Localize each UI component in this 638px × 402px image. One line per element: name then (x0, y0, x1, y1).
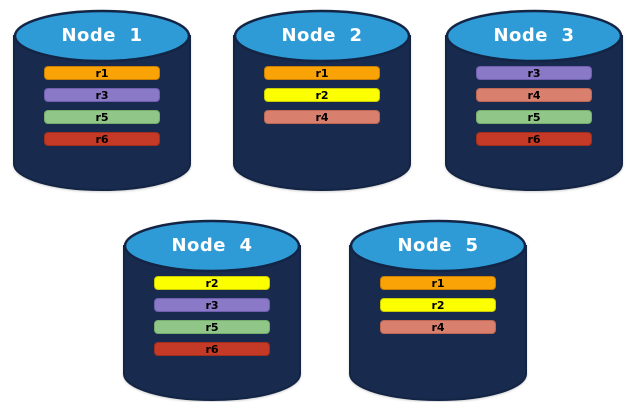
replica-list: r1 r2 r4 (380, 276, 496, 334)
replica-label: r2 (431, 298, 445, 312)
node-label: Node 3 (493, 25, 575, 46)
node-label: Node 5 (397, 235, 479, 256)
replica-bar-r1: r1 (44, 66, 160, 80)
replica-label: r2 (315, 88, 329, 102)
replica-label: r5 (95, 110, 109, 124)
replica-bar-r3: r3 (44, 88, 160, 102)
replica-label: r1 (431, 276, 445, 290)
replica-label: r4 (315, 110, 329, 124)
node-2: Node 2 r1 r2 r4 (232, 8, 412, 192)
node-label: Node 1 (61, 25, 143, 46)
replica-bar-r4: r4 (476, 88, 592, 102)
replica-label: r4 (431, 320, 445, 334)
replica-label: r6 (527, 132, 541, 146)
node-5: Node 5 r1 r2 r4 (348, 218, 528, 402)
replica-bar-r5: r5 (44, 110, 160, 124)
replica-label: r3 (95, 88, 109, 102)
replica-label: r6 (95, 132, 109, 146)
replica-label: r6 (205, 342, 219, 356)
replica-label: r3 (205, 298, 219, 312)
replica-bar-r3: r3 (476, 66, 592, 80)
replica-label: r1 (95, 66, 109, 80)
replica-bar-r1: r1 (264, 66, 380, 80)
replica-bar-r6: r6 (476, 132, 592, 146)
node-1: Node 1 r1 r3 r5 r6 (12, 8, 192, 192)
replica-bar-r2: r2 (154, 276, 270, 290)
replica-bar-r2: r2 (264, 88, 380, 102)
replica-label: r5 (205, 320, 219, 334)
replica-label: r1 (315, 66, 329, 80)
node-4: Node 4 r2 r3 r5 r6 (122, 218, 302, 402)
replica-bar-r4: r4 (264, 110, 380, 124)
replica-label: r4 (527, 88, 541, 102)
replica-list: r3 r4 r5 r6 (476, 66, 592, 146)
node-label: Node 4 (171, 235, 253, 256)
replica-bar-r4: r4 (380, 320, 496, 334)
replica-label: r3 (527, 66, 541, 80)
replica-bar-r3: r3 (154, 298, 270, 312)
replica-bar-r5: r5 (154, 320, 270, 334)
replica-bar-r6: r6 (154, 342, 270, 356)
replica-list: r1 r2 r4 (264, 66, 380, 124)
replica-label: r2 (205, 276, 219, 290)
replica-bar-r1: r1 (380, 276, 496, 290)
node-3: Node 3 r3 r4 r5 r6 (444, 8, 624, 192)
replica-bar-r6: r6 (44, 132, 160, 146)
replica-list: r1 r3 r5 r6 (44, 66, 160, 146)
replica-bar-r5: r5 (476, 110, 592, 124)
replica-list: r2 r3 r5 r6 (154, 276, 270, 356)
replica-bar-r2: r2 (380, 298, 496, 312)
node-label: Node 2 (281, 25, 363, 46)
replica-label: r5 (527, 110, 541, 124)
